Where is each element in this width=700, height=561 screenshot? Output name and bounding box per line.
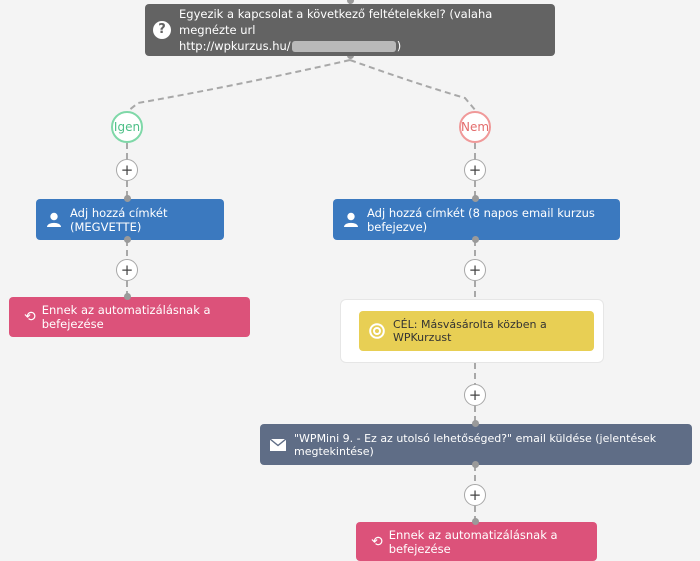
connector-dot: [472, 236, 479, 243]
send-email-action[interactable]: "WPMini 9. - Ez az utolsó lehetőséged?" …: [260, 424, 692, 465]
goal-node[interactable]: CÉL: Másvásárolta közben a WPKurzust: [359, 311, 594, 351]
target-icon: [369, 323, 385, 339]
connector-dot: [347, 0, 354, 4]
connector-dot: [472, 195, 479, 202]
user-icon: [343, 212, 359, 227]
refresh-icon: ⟲: [371, 533, 383, 550]
connector-dot: [472, 461, 479, 468]
send-email-label: "WPMini 9. - Ez az utolsó lehetőséged?" …: [294, 431, 657, 458]
add-tag-action-right[interactable]: Adj hozzá címkét (8 napos email kurzus b…: [333, 199, 620, 240]
add-step-button[interactable]: +: [464, 259, 486, 281]
end-automation-label: Ennek az automatizálásnak a befejezése: [388, 527, 558, 556]
user-icon: [46, 212, 62, 227]
add-step-button[interactable]: +: [116, 259, 138, 281]
connector-dot: [472, 518, 479, 525]
condition-node[interactable]: ? Egyezik a kapcsolat a következő feltét…: [145, 4, 555, 56]
end-automation-left[interactable]: ⟲ Ennek az automatizálásnak a befejezése: [9, 297, 250, 337]
add-step-button[interactable]: +: [464, 484, 486, 506]
condition-line1: Egyezik a kapcsolat a következő feltétel…: [179, 7, 493, 37]
condition-line2-suffix: ): [396, 39, 402, 53]
connector-dot: [124, 236, 131, 243]
add-tag-action-label: Adj hozzá címkét (8 napos email kurzus b…: [367, 205, 595, 234]
end-automation-label: Ennek az automatizálásnak a befejezése: [41, 303, 211, 331]
connector-dot: [472, 420, 479, 427]
end-automation-right[interactable]: ⟲ Ennek az automatizálásnak a befejezése: [356, 522, 597, 561]
condition-line2-prefix: http://wpkurzus.hu/: [179, 39, 291, 53]
redacted-url: [291, 41, 396, 52]
add-step-button[interactable]: +: [464, 384, 486, 406]
add-step-button[interactable]: +: [464, 159, 486, 181]
connector-dot: [124, 195, 131, 202]
goal-label: CÉL: Másvásárolta közben a WPKurzust: [393, 318, 547, 344]
yes-branch-label[interactable]: Igen: [111, 111, 143, 143]
connector-dot: [124, 293, 131, 300]
add-tag-action-label: Adj hozzá címkét (MEGVETTE): [70, 205, 168, 234]
add-step-button[interactable]: +: [116, 159, 138, 181]
question-icon: ?: [153, 21, 171, 39]
condition-text: Egyezik a kapcsolat a következő feltétel…: [179, 6, 545, 54]
refresh-icon: ⟲: [24, 309, 36, 325]
no-branch-label[interactable]: Nem: [459, 111, 491, 143]
envelope-icon: [270, 438, 286, 451]
add-tag-action-left[interactable]: Adj hozzá címkét (MEGVETTE): [36, 199, 224, 240]
